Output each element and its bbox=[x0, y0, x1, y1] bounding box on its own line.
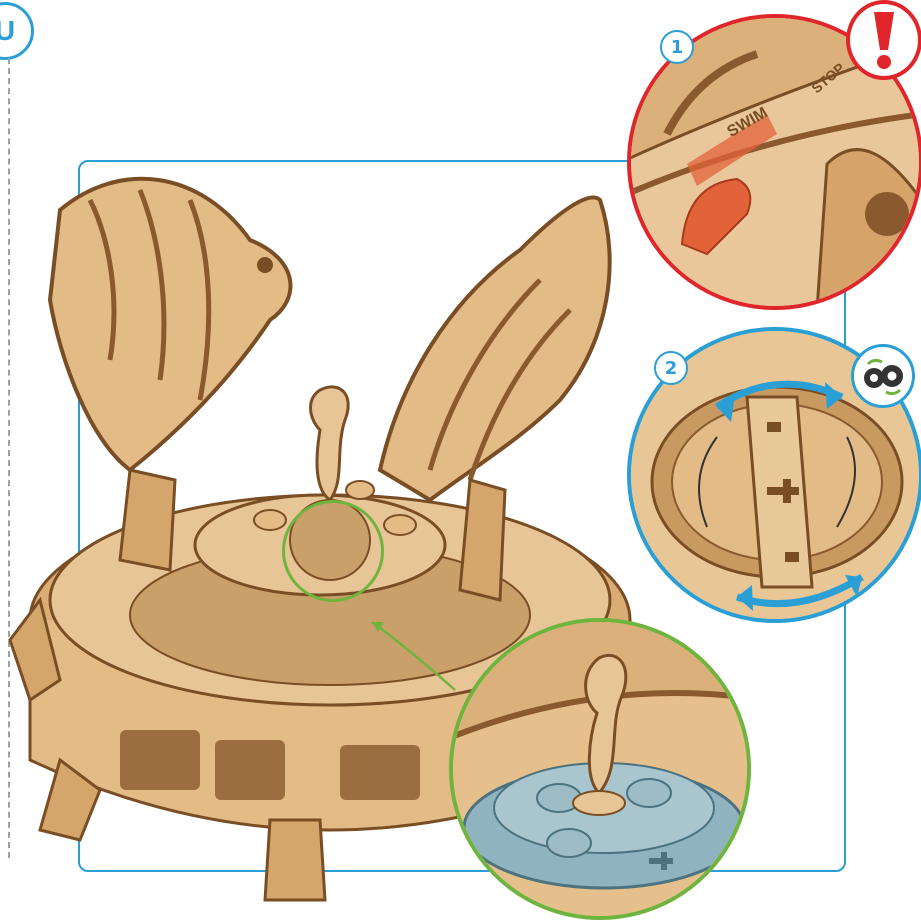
platform-detail-illustration bbox=[449, 618, 751, 920]
callout-number-badge: 2 bbox=[654, 351, 688, 385]
callout-platform-detail bbox=[449, 618, 751, 920]
exclamation-warning-icon bbox=[869, 8, 899, 72]
warning-badge bbox=[846, 0, 921, 80]
detail-highlight-circle bbox=[282, 500, 384, 602]
callout-number: 2 bbox=[665, 358, 678, 379]
gears-badge bbox=[851, 344, 915, 408]
callout-number-badge: 1 bbox=[660, 30, 694, 64]
gears-icon bbox=[860, 356, 906, 396]
callout-number: 1 bbox=[671, 37, 684, 58]
